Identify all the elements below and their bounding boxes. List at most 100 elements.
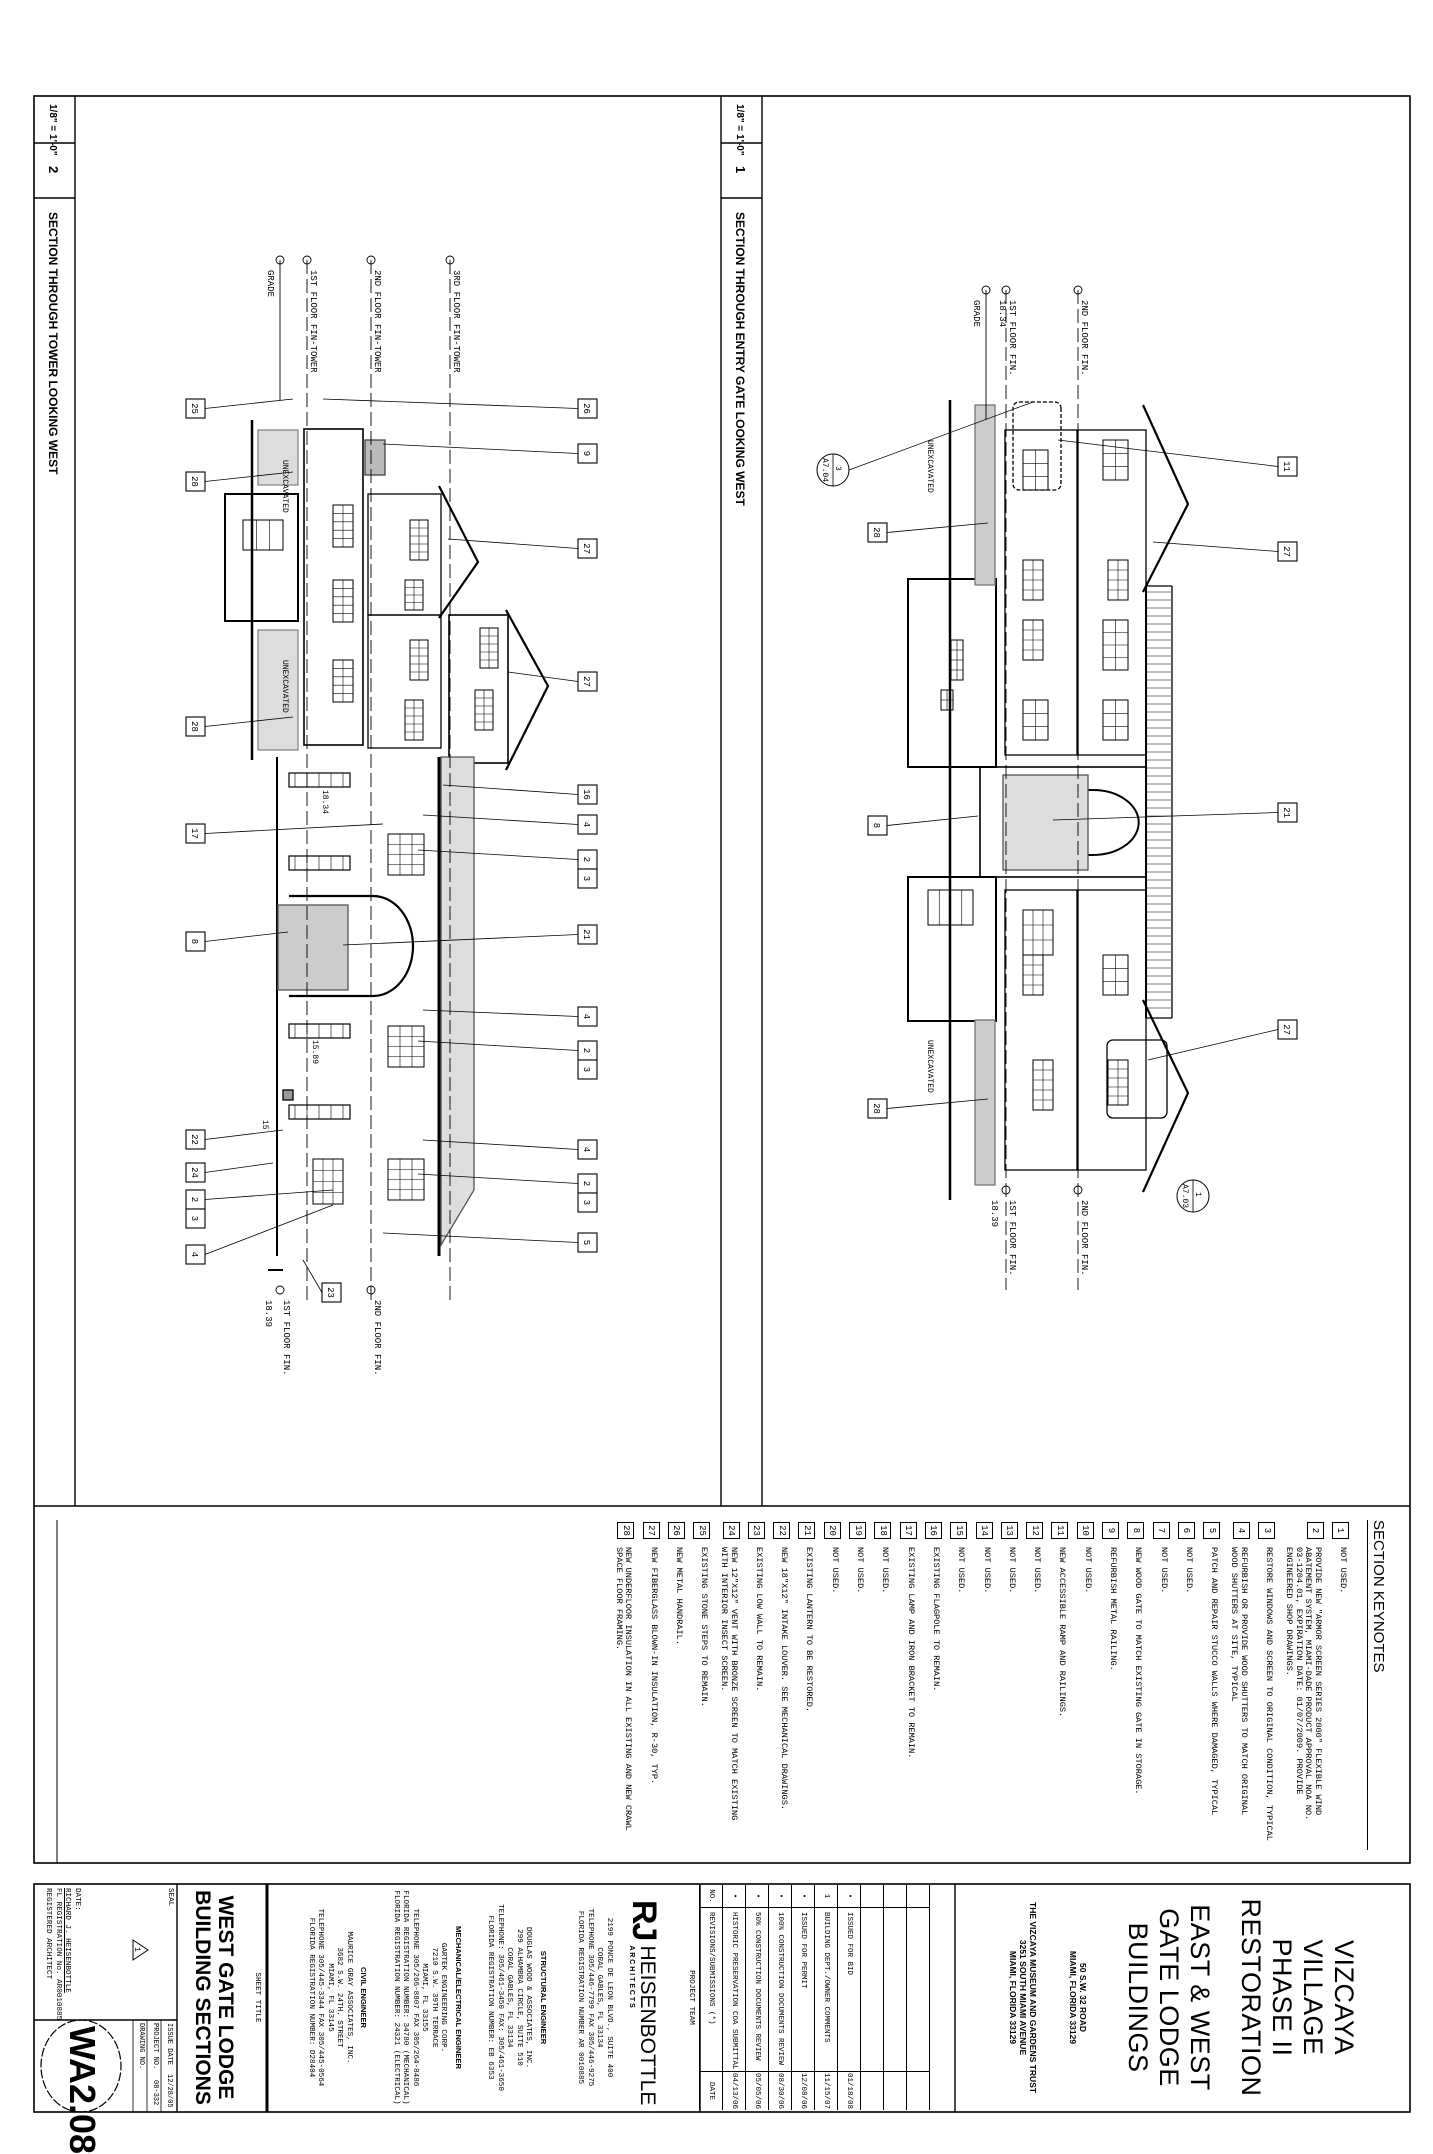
project-title-line: PHASE II [1267,1938,1297,2057]
engineer-line: 3682 S.W. 24TH. STREET [335,1947,344,2048]
level-label: GRADE [265,270,275,297]
revision-no: • [769,1885,791,1908]
keynotes-heading: SECTION KEYNOTES [1367,1520,1387,1850]
keynote-number: 1 [1332,1522,1349,1539]
keynote-tag-number: 4 [581,822,591,827]
keynote-number: 25 [693,1522,711,1539]
engineer-line: 299 ALHAMBRA CIRCLE, SUITE 510 [515,1929,523,2066]
keynote-tag: 4 [422,1006,598,1027]
architect-line: TELEPHONE 305/446-7799 FAX 305/446-9275 [586,1908,594,2087]
engineer-line: MAURICE GRAY ASSOCIATES, INC. [345,1931,353,2064]
revision-no [884,1885,906,1908]
level-label: 2ND FLOOR FIN. [372,1300,382,1376]
architect-logo: RJ HEISENBOTTLE A R C H I T E C T S [624,1900,663,2105]
keynote-tag: 4 [185,1204,334,1265]
keynote-text: NOT USED. [829,1547,840,1594]
owner-line: THE VIZCAYA MUSEUM AND GARDENS TRUST [1028,1902,1038,2093]
keynote-tag: 27 [447,538,598,559]
keynote-tag-number: 27 [1281,1024,1291,1035]
keynote-tag-number: 5 [581,1240,591,1245]
note-unexcavated: UNEXCAVATED [925,440,934,493]
revision-date: 05/05/06 [753,2072,761,2109]
seal-line: FL REGISTRATION No. AR0010885 [54,1888,62,2021]
keynote-number: 6 [1177,1522,1195,1539]
dimension: 15 [260,1120,269,1130]
engineer-line: TELEPHONE 305/266-8807 FAX 305/264-8486 [411,1908,419,2087]
sheet-title-line: BUILDING SECTIONS [191,1890,214,2105]
keynote-number: 20 [823,1522,841,1539]
keynote-number: 10 [1076,1522,1094,1539]
keynote-tag: 3 [577,1192,598,1213]
sheet-title: WEST GATE LODGE BUILDING SECTIONS [191,1885,237,2110]
keynote-tag: 4 [422,1139,598,1160]
engineer-line: GARTEK ENGINEERING CORP. [439,1942,448,2053]
dimension: 15.89 [310,1040,319,1064]
keynote-tag-number: 26 [581,403,591,414]
revision-desc [861,1908,883,2072]
keynote-tag: 28 [185,716,294,737]
subtitle-line: EAST & WEST [1185,1904,1215,2091]
revision-date: 08/30/06 [776,2072,784,2109]
keynote-tag-number: 4 [189,1252,199,1257]
keynote-number: 21 [798,1522,816,1539]
keynote-number: 16 [924,1522,942,1539]
keynote-number: 15 [950,1522,968,1539]
project-no: 08-332 [151,2080,159,2106]
keynote-tag: 3 [577,1059,598,1080]
subtitle-line: GATE LODGE [1154,1908,1184,2087]
keynote-text: NOT USED. [1082,1547,1093,1594]
keynote-text: EXISTING LANTERN TO BE RESTORED. [804,1547,815,1713]
window [1022,909,1054,956]
keynote-number: 23 [747,1522,765,1539]
keynote-number: 27 [642,1522,660,1539]
keynote-number: 19 [849,1522,867,1539]
keynote-text: EXISTING LOW WALL TO REMAIN. [753,1547,764,1692]
revision-date: 04/13/06 [730,2072,738,2109]
level-elevation: 18.34 [997,300,1007,327]
project-title-line: VILLAGE [1298,1939,1328,2056]
keynote-tag-number: 24 [189,1167,199,1178]
subtitle-line: BUILDINGS [1123,1922,1153,2073]
revision-row [860,1885,883,2110]
drawing-title: SECTION THROUGH ENTRY GATE LOOKING WEST [733,212,747,506]
revision-desc [907,1908,929,2072]
project-team-label: PROJECT TEAM [687,1970,695,2025]
keynote-number: 7 [1152,1522,1170,1539]
keynote-tag: 27 [507,671,598,692]
keynote-tag: 28 [867,1098,989,1119]
keynote-tag: 5 [382,1232,598,1253]
revision-desc: 100% CONSTRUCTION DOCUMENTS REVIEW [769,1908,791,2072]
seal-line: REGISTERED ARCHITECT [44,1888,53,1980]
keynote-tag: 8 [867,815,979,836]
revision-date: 11/15/07 [822,2072,830,2109]
keynote-number: 18 [874,1522,892,1539]
keynote-number: 26 [667,1522,685,1539]
project-title-line: RESTORATION [1236,1898,1266,2097]
keynote-tag: 3 [185,1208,206,1229]
keynote-number: 8 [1127,1522,1145,1539]
seal-label: SEAL [166,1888,174,1907]
revision-cloud [40,2019,122,2113]
keynote-tag-number: 3 [581,876,591,881]
revision-desc: HISTORIC PRESERVATION COA SUBMITTAL [723,1908,745,2072]
keynote-tag: 3 [577,868,598,889]
keynote-tag: 21 [1052,802,1298,823]
keynote-text: PROVIDE NEW "ARMOR SCREEN SERIES 2000" F… [1283,1547,1323,1821]
keynote-tag: 21 [342,924,598,946]
drawing-number: 2 [46,166,61,173]
keynote-tag-number: 4 [581,1147,591,1152]
level-elevation: 18.39 [989,1200,999,1227]
